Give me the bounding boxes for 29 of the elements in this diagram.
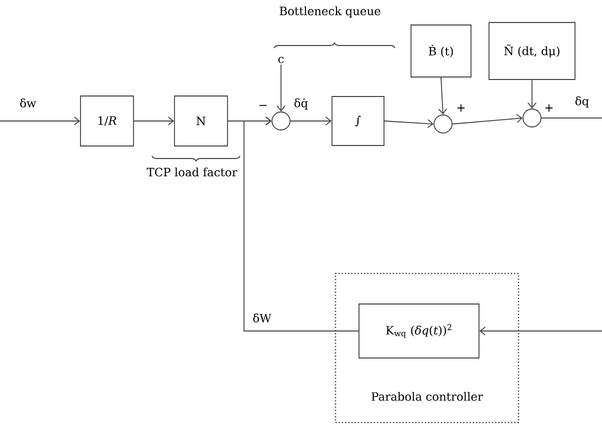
bracket-label: TCP load factor — [146, 168, 238, 176]
block-box: 1/R — [80, 96, 134, 146]
sign-label: − — [259, 104, 267, 106]
arrow — [452, 114, 523, 124]
arrow — [134, 116, 174, 126]
sign-label: + — [457, 104, 465, 112]
arrow — [244, 116, 359, 332]
arrow — [0, 116, 80, 126]
arrow — [528, 80, 536, 109]
block-box: K$_{wq}$ (δq(t))$^{2}$ — [358, 304, 480, 358]
summing-junction — [522, 108, 542, 128]
arrow — [276, 64, 286, 112]
summing-junction — [434, 114, 452, 134]
arrow — [479, 326, 602, 336]
block-box: Ḃ (t) — [410, 24, 472, 78]
arrow — [290, 116, 332, 126]
sign-label: + — [545, 104, 553, 112]
arrow — [384, 119, 434, 128]
block-box: N — [174, 96, 228, 146]
edge-label: δq̇ — [292, 97, 310, 111]
edge-label: δW — [252, 312, 272, 324]
block-box: ∫ — [332, 96, 384, 146]
bracket-label: Bottleneck queue — [280, 6, 380, 18]
summing-junction — [272, 112, 290, 130]
edge-label: δw — [18, 98, 38, 108]
signal-label: c — [278, 56, 284, 64]
edge-label: δq — [574, 95, 590, 109]
arrow — [438, 77, 448, 115]
block-box: Ñ (dt, dμ) — [488, 22, 576, 80]
